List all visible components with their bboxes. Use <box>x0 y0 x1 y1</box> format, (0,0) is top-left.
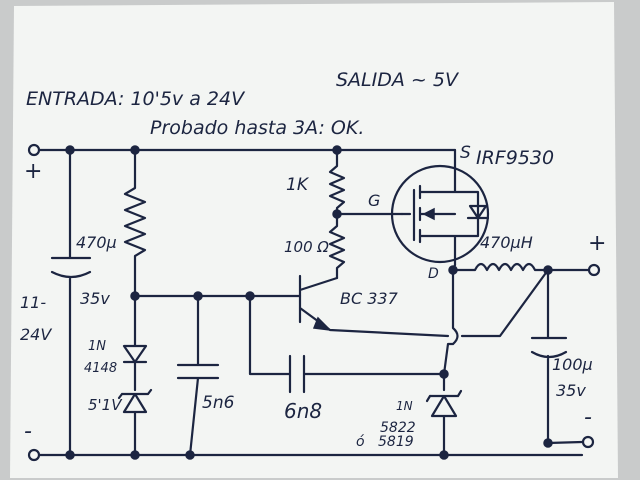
resistor-1k <box>328 148 346 216</box>
mosfet-part-label: IRF9530 <box>476 147 554 169</box>
paper-sheet <box>10 2 618 478</box>
cap-out-value: 100μ <box>552 355 593 374</box>
diode-1n4148 <box>122 294 148 392</box>
output-minus-terminal <box>581 435 595 449</box>
cap-in-value: 470μ <box>76 233 117 252</box>
inductor-470uh <box>451 262 592 272</box>
mosfet-internals <box>400 148 490 267</box>
input-range-b: 24V <box>20 325 52 344</box>
mosfet-drain-label: D <box>428 266 439 282</box>
r-100-label: 100 Ω <box>284 238 329 256</box>
feedback-wire <box>460 268 550 338</box>
schottky-diode <box>425 389 463 457</box>
drain-wire <box>442 268 459 392</box>
inductor-label: 470μH <box>480 233 533 252</box>
mosfet-irf9530 <box>390 164 490 264</box>
output-minus-label: - <box>584 405 592 430</box>
mosfet-source-label: S <box>460 143 471 163</box>
mosfet-gate-label: G <box>368 191 380 210</box>
input-minus-label: - <box>24 419 32 444</box>
schottky-label-b: 5822 <box>380 420 416 436</box>
title-salida: SALIDA ~ 5V <box>336 69 460 91</box>
input-capacitor <box>50 148 92 457</box>
input-plus-label: + <box>24 159 42 184</box>
cap-5n6-label: 5n6 <box>202 393 235 413</box>
cap-6n8-label: 6n8 <box>284 399 322 423</box>
diode1-label-b: 4148 <box>84 361 117 376</box>
schottky-label-c: 5819 <box>378 434 414 450</box>
output-capacitor <box>530 268 568 445</box>
output-plus-terminal <box>587 263 601 277</box>
title-entrada: ENTRADA: 10'5v a 24V <box>26 88 246 110</box>
bjt-label: BC 337 <box>340 289 399 308</box>
output-minus-wire <box>546 440 584 445</box>
bias-resistor <box>123 148 147 298</box>
input-minus-terminal <box>27 448 41 462</box>
title-probado: Probado hasta 3A: OK. <box>150 117 364 139</box>
cap-out-voltage: 35v <box>556 381 586 400</box>
input-plus-terminal <box>27 143 41 157</box>
mosfet-body-arrow <box>422 207 435 221</box>
resistor-100-ohm <box>328 212 346 280</box>
r-1k-label: 1K <box>286 175 310 195</box>
cap-in-voltage: 35v <box>80 289 110 308</box>
junction-dot <box>439 369 449 379</box>
diode1-label-a: 1N <box>88 339 106 354</box>
capacitor-6n8 <box>248 294 446 394</box>
schottky-or: ó <box>356 434 365 450</box>
capacitor-5n6 <box>176 294 220 457</box>
emitter-arrow <box>312 316 333 332</box>
schottky-label-a: 1N <box>396 399 413 413</box>
input-range-a: 11- <box>20 293 46 312</box>
zener-diode <box>117 388 153 457</box>
output-plus-label: + <box>588 231 606 256</box>
zener-label: 5'1V <box>88 396 123 414</box>
